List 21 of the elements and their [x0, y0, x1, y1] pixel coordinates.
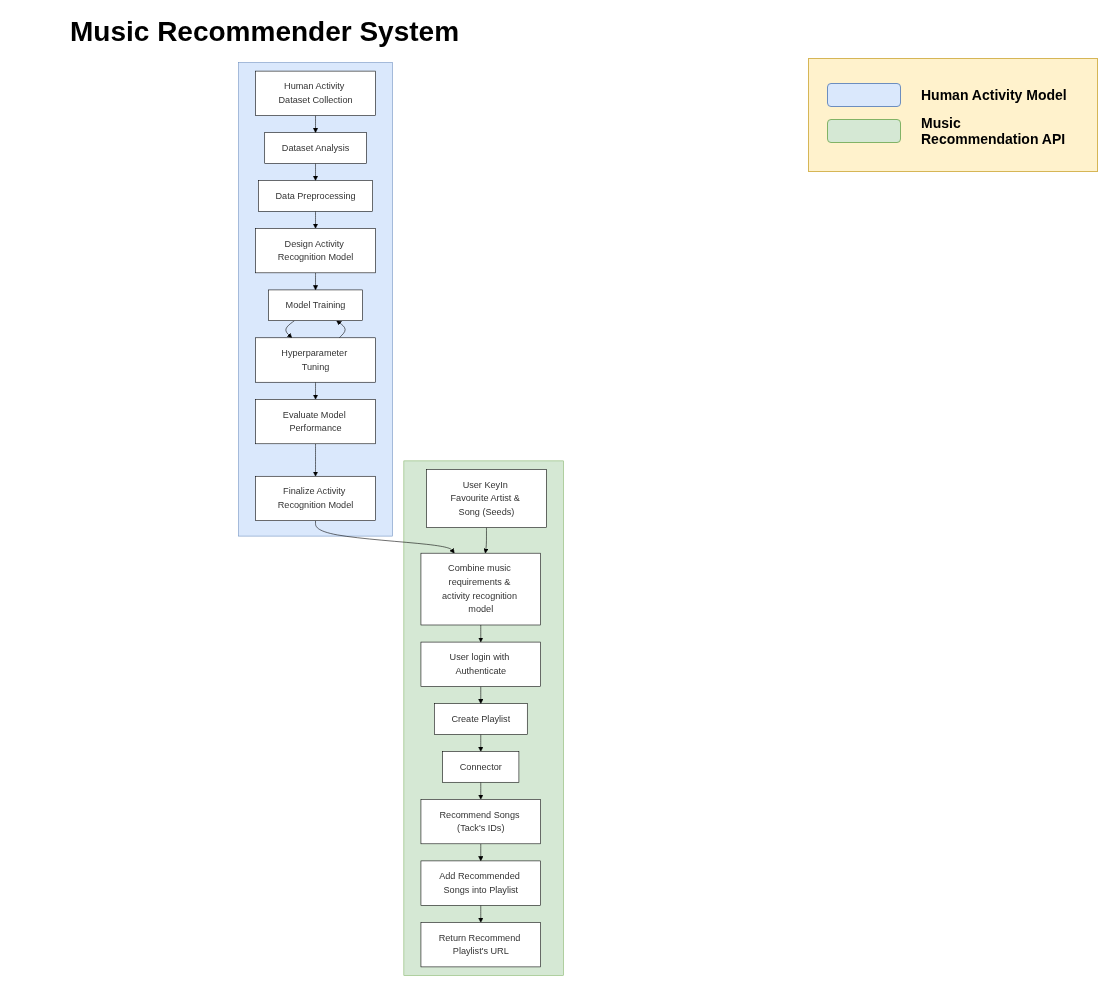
- node-box: Hyperparameter Tuning: [255, 337, 376, 383]
- legend-label: Music Recommendation API: [921, 115, 1067, 147]
- node-box: Recommend Songs (Tack's IDs): [420, 799, 541, 845]
- node-box: Connector: [442, 751, 520, 783]
- node-box: Combine music requirements & activity recognition model: [420, 552, 541, 626]
- node-box: Evaluate Model Performance: [255, 399, 376, 445]
- cluster: [403, 460, 564, 976]
- node-box: User login with Authenticate: [420, 641, 541, 687]
- node-box: Design Activity Recognition Model: [255, 228, 376, 274]
- node-box: Return Recommend Playlist's URL: [420, 922, 541, 968]
- node-box: User KeyIn Favourite Artist & Song (Seeds): [426, 469, 547, 528]
- node-box: Add Recommended Songs into Playlist: [420, 860, 541, 906]
- node-box: Finalize Activity Recognition Model: [255, 475, 376, 521]
- node-box: Human Activity Dataset Collection: [255, 70, 376, 116]
- title: Music Recommender System: [70, 16, 461, 48]
- legend-label: Human Activity Model: [921, 87, 1067, 103]
- node-box: Data Preprocessing: [258, 180, 373, 212]
- cluster: [238, 62, 393, 537]
- node-box: Dataset Analysis: [264, 132, 367, 164]
- node-box: Model Training: [268, 289, 363, 321]
- node-box: Create Playlist: [434, 703, 528, 735]
